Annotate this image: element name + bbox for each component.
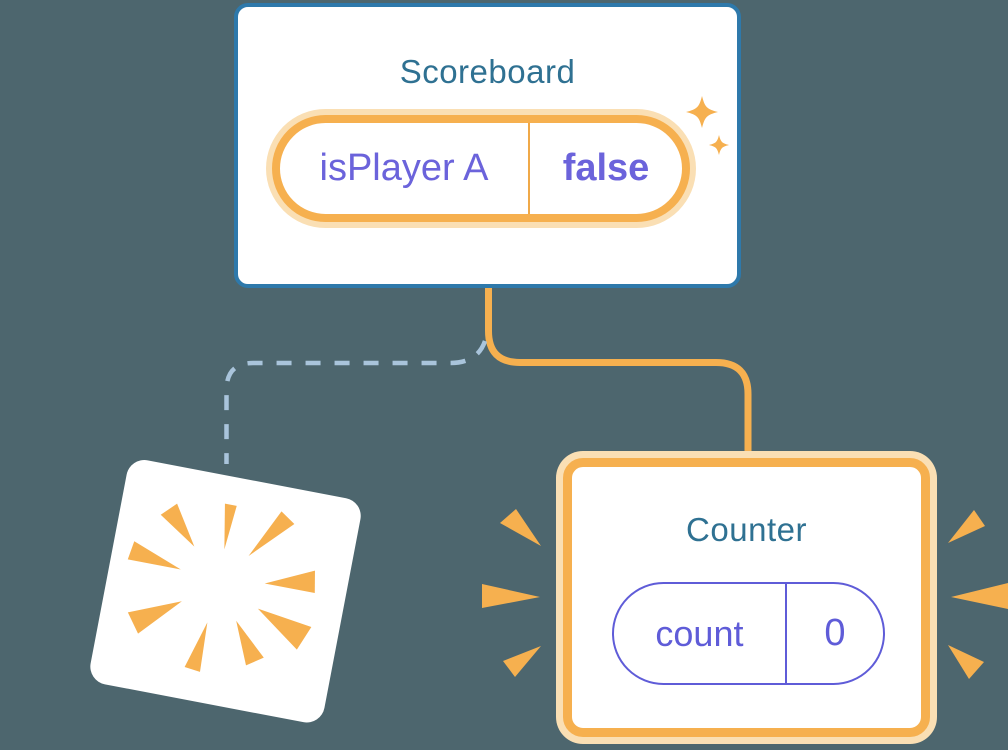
- state-value: 0: [824, 612, 846, 654]
- emphasis-burst-right-icon: [948, 510, 1008, 679]
- emphasis-burst-left-icon: [482, 509, 541, 677]
- scoreboard-title: Scoreboard: [399, 53, 576, 90]
- counter-card: Counter count 0: [563, 458, 930, 737]
- poof-burst-icon: [127, 503, 315, 672]
- destroyed-component-card: [87, 457, 364, 726]
- connector-dashed-scoreboard-to-removed: [224, 340, 488, 464]
- counter-state-pill: count 0: [612, 582, 885, 685]
- scoreboard-card: Scoreboard isPlayer A false: [234, 3, 741, 288]
- state-key: count: [614, 584, 787, 683]
- counter-title: Counter: [686, 511, 807, 548]
- connector-solid-scoreboard-to-counter: [485, 286, 752, 453]
- state-value: false: [562, 147, 650, 189]
- scoreboard-state-pill: isPlayer A false: [272, 115, 690, 222]
- state-key: isPlayer A: [280, 123, 530, 214]
